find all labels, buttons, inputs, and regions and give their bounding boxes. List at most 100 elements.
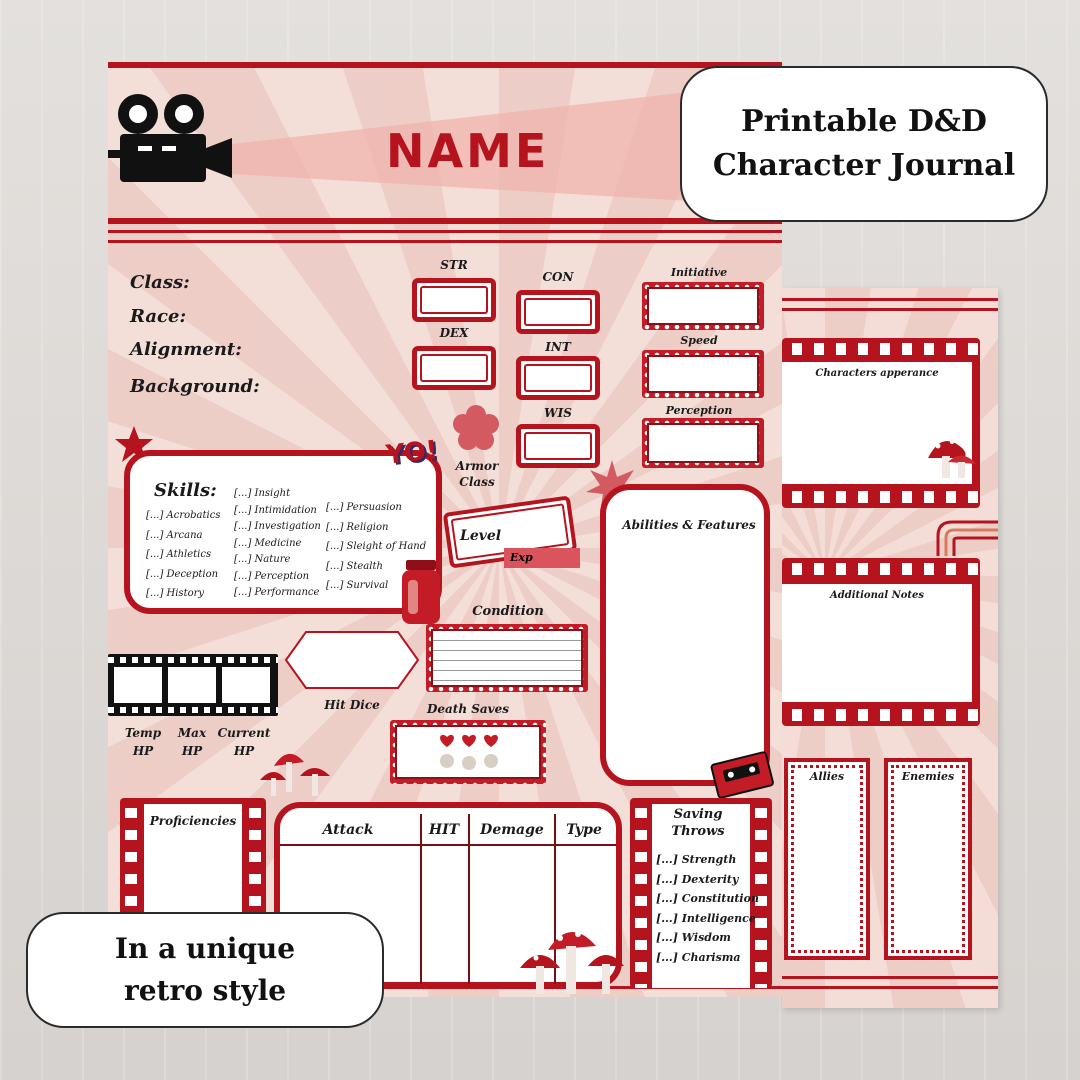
bottom-rule — [782, 986, 998, 989]
skill-item: [...] Athletics — [146, 549, 212, 560]
temp-hp-label: Temp HP — [124, 726, 162, 758]
dex-box[interactable] — [412, 346, 496, 390]
skill-item: [...] Religion — [326, 521, 389, 533]
str-label: STR — [440, 258, 468, 272]
int-box[interactable] — [516, 356, 600, 400]
mushroom-icon — [260, 753, 330, 796]
initiative-box[interactable] — [642, 282, 764, 330]
appearance-frame: Characters apperance — [782, 338, 980, 508]
skill-item: [...] Investigation — [234, 521, 321, 532]
callout-bottom: In a unique retro style — [26, 912, 384, 1028]
class-label: Class: — [130, 272, 190, 293]
alignment-label: Alignment: — [130, 339, 242, 360]
death-saves-box — [390, 720, 546, 784]
skill-item: [...] Acrobatics — [146, 510, 221, 521]
skill-item: [...] Intimidation — [234, 504, 317, 516]
skill-item: [...] History — [146, 588, 205, 599]
damage-header: Demage — [480, 822, 544, 838]
str-box[interactable] — [412, 278, 496, 322]
attack-header: Attack — [322, 822, 374, 838]
yo-badge: YO! — [384, 435, 440, 471]
perception-box[interactable] — [642, 418, 764, 468]
saving-throws-title: Saving Throws — [671, 807, 725, 839]
allies-box: Allies — [784, 758, 870, 960]
camera-icon — [108, 94, 232, 182]
projector-beam — [232, 90, 706, 202]
back-page: Characters apperance Additional Notes Al… — [782, 288, 998, 1008]
saving-throw-item: [...] Intelligence — [656, 911, 756, 925]
header-rule — [108, 240, 782, 243]
max-hp-box[interactable] — [168, 667, 216, 703]
abilities-features-box[interactable] — [600, 484, 770, 786]
top-rule — [782, 308, 998, 311]
skills-column-2: [...] Insight [...] Intimidation [...] I… — [234, 486, 321, 602]
notes-frame: Additional Notes — [782, 558, 980, 726]
condition-label: Condition — [472, 604, 544, 619]
jar-icon — [402, 560, 440, 624]
bottom-rule — [782, 976, 998, 979]
skill-item: [...] Performance — [234, 587, 320, 598]
wis-label: WIS — [544, 406, 572, 420]
skill-item: [...] Perception — [234, 570, 310, 582]
con-label: CON — [542, 270, 574, 284]
con-box[interactable] — [516, 290, 600, 334]
rainbow-icon — [936, 520, 998, 556]
hit-dice-box[interactable] — [284, 628, 420, 692]
table-col-rule — [420, 814, 422, 984]
skill-item: [...] Medicine — [234, 537, 302, 549]
death-saves-label: Death Saves — [426, 702, 510, 716]
current-hp-box[interactable] — [222, 667, 270, 703]
name-title: NAME — [386, 124, 550, 178]
skill-item: [...] Survival — [326, 580, 389, 591]
hp-filmstrip — [108, 654, 278, 716]
initiative-label: Initiative — [670, 266, 728, 279]
saving-throw-item: [...] Wisdom — [656, 931, 731, 944]
skills-title: Skills: — [154, 480, 217, 501]
death-saves-icons — [440, 734, 498, 770]
top-rule — [108, 62, 782, 68]
race-label: Race: — [130, 306, 187, 327]
level-label: Level — [460, 528, 502, 544]
wis-box[interactable] — [516, 424, 600, 468]
header-rule — [108, 230, 782, 233]
speed-box[interactable] — [642, 350, 764, 398]
condition-box[interactable] — [426, 624, 588, 692]
star-icon — [115, 426, 153, 462]
background-label: Background: — [130, 376, 260, 397]
enemies-box: Enemies — [884, 758, 972, 960]
type-header: Type — [566, 822, 602, 838]
table-header-rule — [280, 844, 616, 846]
skill-item: [...] Insight — [234, 488, 291, 499]
exp-label: Exp — [504, 548, 580, 568]
skill-item: [...] Stealth — [326, 560, 383, 572]
table-col-rule — [554, 814, 556, 984]
main-page: NAME Class: Race: Alignment: Background:… — [108, 62, 782, 997]
mushroom-icon — [928, 440, 976, 478]
enemies-label: Enemies — [901, 770, 955, 783]
temp-hp-box[interactable] — [114, 667, 162, 703]
notes-label: Additional Notes — [829, 590, 925, 601]
int-label: INT — [545, 340, 571, 354]
appearance-label: Characters apperance — [815, 368, 939, 379]
allies-label: Allies — [809, 770, 845, 783]
skills-column-3: [...] Persuasion [...] Religion [...] Sl… — [326, 498, 426, 596]
skills-column-1: [...] Acrobatics [...] Arcana [...] Athl… — [146, 506, 220, 604]
saving-throw-item: [...] Charisma — [656, 950, 741, 964]
top-rule — [782, 298, 998, 301]
mushroom-icon — [520, 931, 624, 994]
current-hp-label: Current HP — [217, 726, 271, 758]
hit-header: HIT — [428, 822, 460, 838]
proficiencies-label: Proficiencies — [149, 814, 237, 828]
abilities-features-label: Abilities & Features — [622, 518, 756, 532]
skill-item: [...] Nature — [234, 554, 291, 565]
cassette-icon — [710, 751, 774, 798]
hit-dice-label: Hit Dice — [324, 698, 380, 712]
max-hp-label: Max HP — [177, 726, 207, 758]
saving-throw-item: [...] Constitution — [656, 892, 759, 905]
starburst-icon — [586, 460, 638, 512]
perception-label: Perception — [665, 404, 733, 417]
speed-label: Speed — [680, 334, 718, 347]
header-rule — [108, 218, 782, 224]
table-col-rule — [468, 814, 470, 984]
skill-item: [...] Deception — [146, 568, 219, 580]
